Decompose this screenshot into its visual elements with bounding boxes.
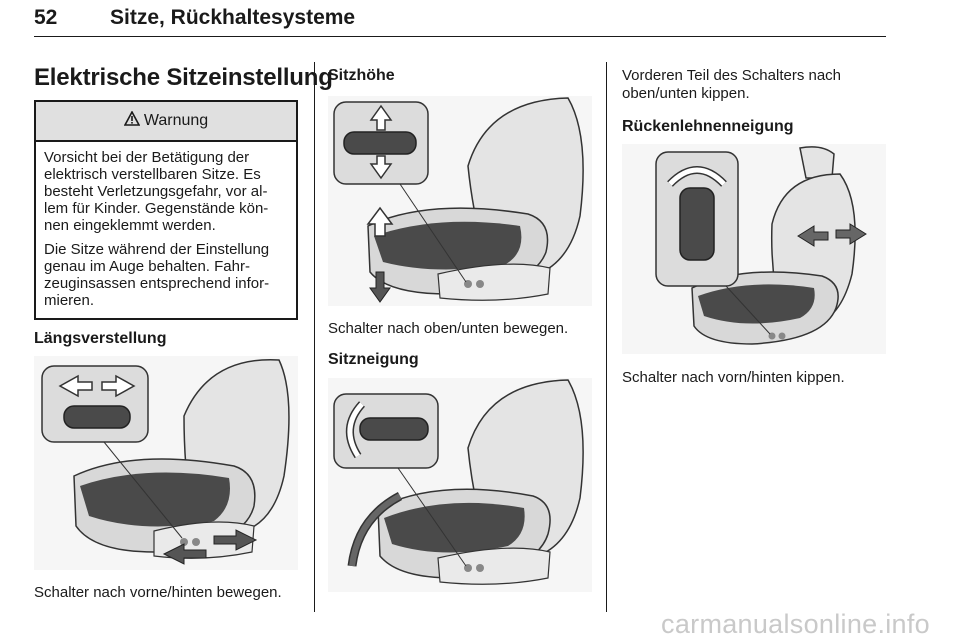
column-divider-1 [314, 62, 315, 612]
caption-height: Schalter nach oben/unten bewegen. [328, 320, 569, 337]
heading-sitzneigung: Sitzneigung [328, 351, 419, 368]
page-number: 52 [34, 6, 58, 29]
header-rule [34, 36, 886, 37]
seat-figure-backrest [622, 144, 886, 354]
heading-sitzhoehe: Sitzhöhe [328, 67, 395, 84]
caption-backrest: Schalter nach vorn/hinten kippen. [622, 369, 845, 386]
heading-rueckenlehnenneigung: Rückenlehnenneigung [622, 118, 794, 135]
watermark: carmanualsonline.info [661, 609, 930, 639]
section-title: Elektrische Sitzeinstellung [34, 64, 333, 91]
chapter-title: Sitze, Rückhaltesysteme [110, 6, 356, 29]
seat-figure-longitudinal [34, 356, 298, 570]
warning-header: Warnung [36, 102, 296, 142]
heading-laengsverstellung: Längsverstellung [34, 330, 167, 347]
caption-longitudinal: Schalter nach vorne/hinten bewegen. [34, 584, 282, 601]
warning-paragraph: Die Sitze während der Einstellung genau … [44, 241, 270, 309]
seat-figure-height [328, 96, 592, 306]
warning-title: Warnung [143, 112, 209, 129]
column-divider-2 [606, 62, 607, 612]
intro-text: Vorderen Teil des Schalters nach oben/un… [622, 67, 842, 102]
warning-box: Warnung Vorsicht bei der Betätigung der … [34, 100, 298, 320]
warning-triangle-icon [123, 110, 141, 131]
seat-figure-tilt [328, 378, 592, 592]
warning-paragraph: Vorsicht bei der Betätigung der elektris… [44, 149, 269, 234]
